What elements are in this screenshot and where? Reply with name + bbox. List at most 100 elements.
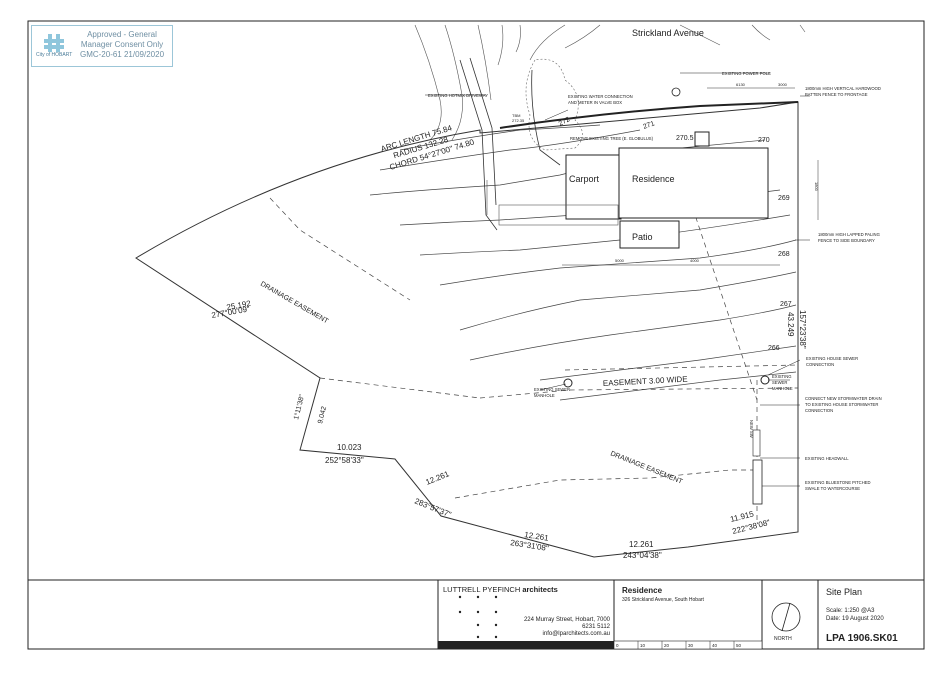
contour-label-270: 270: [758, 137, 770, 144]
boundary-distance-5: 12.261: [524, 530, 550, 543]
logo-text: City of HOBART: [36, 52, 73, 58]
sewer-manhole-east: [760, 375, 770, 385]
contour-label-266: 266: [768, 345, 780, 352]
new-stormwater-drain: [752, 429, 761, 457]
boundary-bearing-1: 277°00'09": [211, 304, 251, 320]
fence-height-dim: 1800: [814, 182, 819, 192]
scale-tick-40: 40: [712, 643, 718, 648]
drainage-easement-lines: [269, 197, 799, 520]
bluestone-swale: [752, 459, 763, 505]
stamp-line-3: GMC-20-61 21/09/2020: [79, 50, 165, 59]
scale-tick-50: 50: [736, 643, 742, 648]
note-east-manhole-1: EXISTING: [772, 374, 792, 379]
carport-label: Carport: [569, 174, 600, 184]
fence-dim-3000: 3000: [778, 82, 788, 87]
project-name: Residence: [622, 586, 663, 595]
firm-name: LUTTRELL PYEFINCH architects: [443, 585, 558, 594]
residence-label: Residence: [632, 174, 675, 184]
note-new-sw: NEW SW: [749, 420, 754, 438]
firm-address: 224 Murray Street, Hobart, 7000: [524, 617, 611, 623]
boundary-distance-8: 43.249: [786, 312, 795, 337]
north-label: NORTH: [774, 636, 792, 642]
note-east-manhole-2: SEWER: [772, 380, 787, 385]
scale-tick-0: 0: [616, 643, 619, 648]
setback-dim-2: 4000: [690, 258, 700, 263]
leader-lines: [425, 72, 810, 487]
boundary-bearing-2: 1°11'38": [292, 393, 306, 420]
carport-outline: [565, 154, 622, 220]
power-pole-icon: [671, 87, 681, 97]
city-of-hobart-logo-icon: [44, 34, 64, 52]
firm-phone: 6231 5112: [582, 624, 611, 630]
drainage-easement-label-1: DRAINAGE EASEMENT: [259, 281, 330, 326]
note-front-fence-2: BATTEN FENCE TO FRONTAGE: [805, 92, 868, 97]
firm-logo: [458, 595, 498, 639]
sewer-manhole-west: [563, 378, 573, 388]
note-front-fence-1: 1800mm HIGH VERTICAL HARDWOOD: [805, 86, 881, 91]
buildings: [498, 131, 769, 249]
plan-notes: EXISTING POWER POLE EXISTING HOTMIX DRIV…: [428, 71, 882, 491]
note-driveway: EXISTING HOTMIX DRIVEWAY: [428, 93, 488, 98]
stamp-line-1: Approved - General: [87, 30, 157, 39]
contour-label-271: 271: [642, 120, 655, 131]
boundary-distance-3: 10.023: [337, 443, 362, 452]
note-side-fence-2: FENCE TO SIDE BOUNDARY: [818, 238, 875, 243]
contour-label-267: 267: [780, 301, 792, 308]
tree-canopy: [525, 58, 583, 151]
note-house-sewer-1: EXISTING HOUSE SEWER: [806, 356, 858, 361]
note-west-manhole-2: MANHOLE: [534, 393, 555, 398]
note-stormwater-3: CONNECTION: [805, 408, 833, 413]
sheet-number: LPA 1906.SK01: [826, 633, 898, 644]
note-swale-2: SWALE TO WATERCOURSE: [805, 486, 860, 491]
tbm-label: TBM: [512, 113, 520, 118]
patio-outline: [619, 220, 680, 249]
front-fence: [499, 101, 799, 129]
boundary-distance-2: 9.042: [317, 406, 328, 425]
scale-tick-20: 20: [664, 643, 670, 648]
easement-label: EASEMENT 3.00 WIDE: [603, 375, 688, 388]
contour-label-2705: 270.5: [676, 135, 694, 142]
note-water-2: AND METER IN VALVE BOX: [568, 100, 622, 105]
driveway: [459, 57, 561, 231]
property-boundary: [135, 101, 799, 558]
residence-outline: [618, 147, 769, 219]
chimney-outline: [694, 131, 710, 147]
drainage-easement-label-2: DRAINAGE EASEMENT: [609, 450, 684, 486]
note-headwall: EXISTING HEADWALL: [805, 456, 849, 461]
boundary-distance-1: 25.192: [226, 299, 252, 312]
scale-tick-30: 30: [688, 643, 694, 648]
boundary-distance-4: 12.261: [424, 469, 451, 487]
street-name: Strickland Avenue: [632, 28, 704, 38]
contour-label-268: 268: [778, 251, 790, 258]
dimension-lines: [486, 87, 819, 266]
contour-label-269: 269: [778, 195, 790, 202]
contour-label-272: 272: [558, 116, 572, 128]
note-west-manhole-1: EXISTING SEWER: [534, 387, 570, 392]
boundary-bearing-3: 252°58'33": [325, 456, 364, 465]
project-address: 326 Strickland Avenue, South Hobart: [622, 597, 705, 603]
note-remove-tree: REMOVE EXISTING TREE (E. GLOBULUS): [570, 136, 654, 141]
stamp-line-2: Manager Consent Only: [80, 40, 164, 49]
boundary-bearing-4: 283°57'37": [413, 497, 452, 520]
sheet-scale: Scale: 1:250 @A3: [826, 608, 875, 614]
title-block: 0 10 20 30 40 50 LUTTRELL PYEFINCH archi…: [28, 579, 924, 650]
scale-tick-10: 10: [640, 643, 646, 648]
note-swale-1: EXISTING BLUESTONE PITCHED: [805, 480, 871, 485]
sheet-date: Date: 19 August 2020: [826, 616, 884, 622]
boundary-bearing-6: 243°04'38": [623, 551, 662, 560]
firm-email: info@lparchitects.com.au: [543, 631, 610, 637]
terrain-contours: [414, 24, 806, 141]
boundary-distance-6: 12.261: [629, 540, 654, 549]
fence-dim-6130: 6130: [736, 82, 746, 87]
note-water-1: EXISTING WATER CONNECTION: [568, 94, 633, 99]
approval-stamp: City of HOBART Approved - General Manage…: [31, 25, 173, 67]
note-house-sewer-2: CONNECTION: [806, 362, 834, 367]
note-east-manhole-3: MANHOLE: [772, 386, 793, 391]
boundary-bearing-8: 157°23'38": [798, 310, 807, 349]
note-side-fence-1: 1800mm HIGH LAPPED PALING: [818, 232, 880, 237]
note-power-pole: EXISTING POWER POLE: [722, 71, 771, 76]
note-stormwater-1: CONNECT NEW STORMWATER DRAIN: [805, 396, 882, 401]
north-arrow-icon: [771, 602, 801, 632]
